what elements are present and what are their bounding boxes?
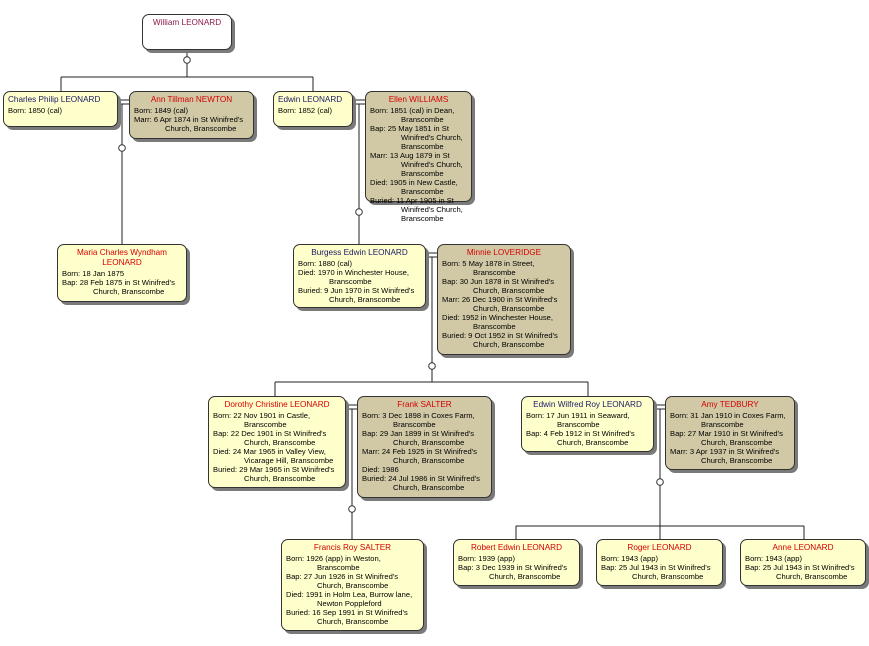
person-fact: Bap: 3 Dec 1939 in St Winifred's Church,… bbox=[458, 563, 568, 581]
person-facts: Born: 1943 (app)Bap: 25 Jul 1943 in St W… bbox=[601, 554, 718, 581]
connector-dot bbox=[656, 478, 664, 486]
person-facts: Born: 1943 (app)Bap: 25 Jul 1943 in St W… bbox=[745, 554, 861, 581]
person-fact: Buried: 11 Apr 1905 in St Winifred's Chu… bbox=[370, 196, 463, 223]
person-fact: Born: 31 Jan 1910 in Coxes Farm, Bransco… bbox=[670, 411, 786, 429]
person-box-edwin-leonard[interactable]: Edwin LEONARD Born: 1852 (cal) bbox=[273, 91, 353, 127]
person-name: Burgess Edwin LEONARD bbox=[311, 248, 408, 257]
person-name: Anne LEONARD bbox=[772, 543, 834, 552]
person-fact: Bap: 25 Jul 1943 in St Winifred's Church… bbox=[745, 563, 855, 581]
person-fact: Born: 18 Jan 1875 bbox=[62, 269, 125, 278]
person-fact: Born: 1849 (cal) bbox=[134, 106, 189, 115]
person-fact: Born: 22 Nov 1901 in Castle, Branscombe bbox=[213, 411, 311, 429]
person-fact: Born: 1880 (cal) bbox=[298, 259, 353, 268]
person-name: Robert Edwin LEONARD bbox=[470, 543, 562, 552]
person-facts: Born: 1939 (app)Bap: 3 Dec 1939 in St Wi… bbox=[458, 554, 575, 581]
person-name: Dorothy Christine LEONARD bbox=[224, 400, 330, 409]
person-box-francis-roy-salter[interactable]: Francis Roy SALTER Born: 1926 (app) in W… bbox=[281, 539, 424, 631]
connector-dot bbox=[428, 362, 436, 370]
person-box-robert-edwin-leonard[interactable]: Robert Edwin LEONARD Born: 1939 (app)Bap… bbox=[453, 539, 580, 586]
person-fact: Marr: 13 Aug 1879 in St Winifred's Churc… bbox=[370, 151, 463, 178]
person-facts: Born: 1850 (cal) bbox=[8, 106, 113, 115]
person-box-roger-leonard[interactable]: Roger LEONARD Born: 1943 (app)Bap: 25 Ju… bbox=[596, 539, 723, 586]
person-name: Edwin Wilfred Roy LEONARD bbox=[533, 400, 642, 409]
person-box-ellen-williams[interactable]: Ellen WILLIAMS Born: 1851 (cal) in Dean,… bbox=[365, 91, 472, 223]
person-box-minnie-loveridge[interactable]: Minnie LOVERIDGE Born: 5 May 1878 in Str… bbox=[437, 244, 571, 355]
person-fact: Marr: 3 Apr 1937 in St Winifred's Church… bbox=[670, 447, 780, 465]
person-name: Francis Roy SALTER bbox=[313, 543, 392, 552]
person-name: Edwin LEONARD bbox=[278, 95, 343, 104]
person-fact: Born: 1943 (app) bbox=[601, 554, 658, 563]
person-name: William LEONARD bbox=[152, 18, 222, 27]
person-fact: Died: 1952 in Winchester House, Branscom… bbox=[442, 313, 554, 331]
person-box-burgess-edwin-leonard[interactable]: Burgess Edwin LEONARD Born: 1880 (cal)Di… bbox=[293, 244, 426, 308]
connector-dot bbox=[118, 144, 126, 152]
person-name: Amy TEDBURY bbox=[701, 400, 759, 409]
person-fact: Buried: 9 Jun 1970 in St Winifred's Chur… bbox=[298, 286, 415, 304]
person-box-edwin-wilfred-roy-leonard[interactable]: Edwin Wilfred Roy LEONARD Born: 17 Jun 1… bbox=[521, 396, 654, 452]
person-fact: Bap: 25 May 1851 in St Winifred's Church… bbox=[370, 124, 463, 151]
person-fact: Born: 17 Jun 1911 in Seaward, Branscombe bbox=[526, 411, 630, 429]
person-name: Frank SALTER bbox=[397, 400, 452, 409]
person-box-maria-charles-wyndham-leonard[interactable]: Maria Charles Wyndham LEONARD Born: 18 J… bbox=[57, 244, 187, 302]
person-box-dorothy-christine-leonard[interactable]: Dorothy Christine LEONARD Born: 22 Nov 1… bbox=[208, 396, 346, 488]
person-fact: Born: 1926 (app) in Weston, Branscombe bbox=[286, 554, 381, 572]
person-fact: Buried: 16 Sep 1991 in St Winifred's Chu… bbox=[286, 608, 408, 626]
person-name: Maria Charles Wyndham LEONARD bbox=[76, 248, 168, 267]
person-fact: Died: 24 Mar 1965 in Valley View, Vicara… bbox=[213, 447, 334, 465]
person-name: Ann Tillman NEWTON bbox=[150, 95, 233, 104]
person-fact: Buried: 9 Oct 1952 in St Winifred's Chur… bbox=[442, 331, 558, 349]
person-facts: Born: 1852 (cal) bbox=[278, 106, 348, 115]
person-facts: Born: 3 Dec 1898 in Coxes Farm, Branscom… bbox=[362, 411, 487, 492]
person-fact: Buried: 24 Jul 1986 in St Winifred's Chu… bbox=[362, 474, 480, 492]
connector-dot bbox=[183, 56, 191, 64]
person-fact: Born: 1852 (cal) bbox=[278, 106, 333, 115]
person-fact: Born: 1851 (cal) in Dean, Branscombe bbox=[370, 106, 455, 124]
person-fact: Bap: 28 Feb 1875 in St Winifred's Church… bbox=[62, 278, 175, 296]
person-fact: Buried: 29 Mar 1965 in St Winifred's Chu… bbox=[213, 465, 335, 483]
person-fact: Died: 1970 in Winchester House, Branscom… bbox=[298, 268, 410, 286]
person-facts: Born: 17 Jun 1911 in Seaward, Branscombe… bbox=[526, 411, 649, 447]
person-fact: Bap: 25 Jul 1943 in St Winifred's Church… bbox=[601, 563, 711, 581]
person-name: Charles Philip LEONARD bbox=[8, 95, 101, 104]
person-box-amy-tedbury[interactable]: Amy TEDBURY Born: 31 Jan 1910 in Coxes F… bbox=[665, 396, 795, 470]
connector-dot bbox=[355, 208, 363, 216]
person-fact: Died: 1986 bbox=[362, 465, 399, 474]
person-box-william-leonard[interactable]: William LEONARD bbox=[142, 14, 232, 50]
person-fact: Bap: 22 Dec 1901 in St Winifred's Church… bbox=[213, 429, 327, 447]
person-fact: Born: 1939 (app) bbox=[458, 554, 515, 563]
person-facts: Born: 31 Jan 1910 in Coxes Farm, Bransco… bbox=[670, 411, 790, 465]
person-name: Roger LEONARD bbox=[627, 543, 692, 552]
person-fact: Died: 1905 in New Castle, Branscombe bbox=[370, 178, 458, 196]
person-box-anne-leonard[interactable]: Anne LEONARD Born: 1943 (app)Bap: 25 Jul… bbox=[740, 539, 866, 586]
person-fact: Bap: 27 Mar 1910 in St Winifred's Church… bbox=[670, 429, 783, 447]
person-fact: Born: 5 May 1878 in Street, Branscombe bbox=[442, 259, 535, 277]
person-fact: Marr: 24 Feb 1925 in St Winifred's Churc… bbox=[362, 447, 477, 465]
person-box-charles-philip-leonard[interactable]: Charles Philip LEONARD Born: 1850 (cal) bbox=[3, 91, 118, 127]
person-box-frank-salter[interactable]: Frank SALTER Born: 3 Dec 1898 in Coxes F… bbox=[357, 396, 492, 498]
person-name: Minnie LOVERIDGE bbox=[466, 248, 542, 257]
person-fact: Born: 3 Dec 1898 in Coxes Farm, Branscom… bbox=[362, 411, 475, 429]
person-fact: Marr: 26 Dec 1900 in St Winifred's Churc… bbox=[442, 295, 558, 313]
person-facts: Born: 1880 (cal)Died: 1970 in Winchester… bbox=[298, 259, 421, 304]
person-fact: Bap: 4 Feb 1912 in St Winifred's Church,… bbox=[526, 429, 635, 447]
person-fact: Marr: 6 Apr 1874 in St Winifred's Church… bbox=[134, 115, 244, 133]
person-name: Ellen WILLIAMS bbox=[388, 95, 449, 104]
person-fact: Bap: 29 Jan 1899 in St Winifred's Church… bbox=[362, 429, 475, 447]
person-box-ann-tillman-newton[interactable]: Ann Tillman NEWTON Born: 1849 (cal)Marr:… bbox=[129, 91, 254, 139]
person-fact: Born: 1850 (cal) bbox=[8, 106, 63, 115]
connector-dot bbox=[348, 505, 356, 513]
person-facts: Born: 1849 (cal)Marr: 6 Apr 1874 in St W… bbox=[134, 106, 249, 133]
person-fact: Born: 1943 (app) bbox=[745, 554, 802, 563]
person-fact: Bap: 27 Jun 1926 in St Winifred's Church… bbox=[286, 572, 399, 590]
person-fact: Died: 1991 in Holm Lea, Burrow lane, New… bbox=[286, 590, 413, 608]
person-fact: Bap: 30 Jun 1878 in St Winifred's Church… bbox=[442, 277, 555, 295]
